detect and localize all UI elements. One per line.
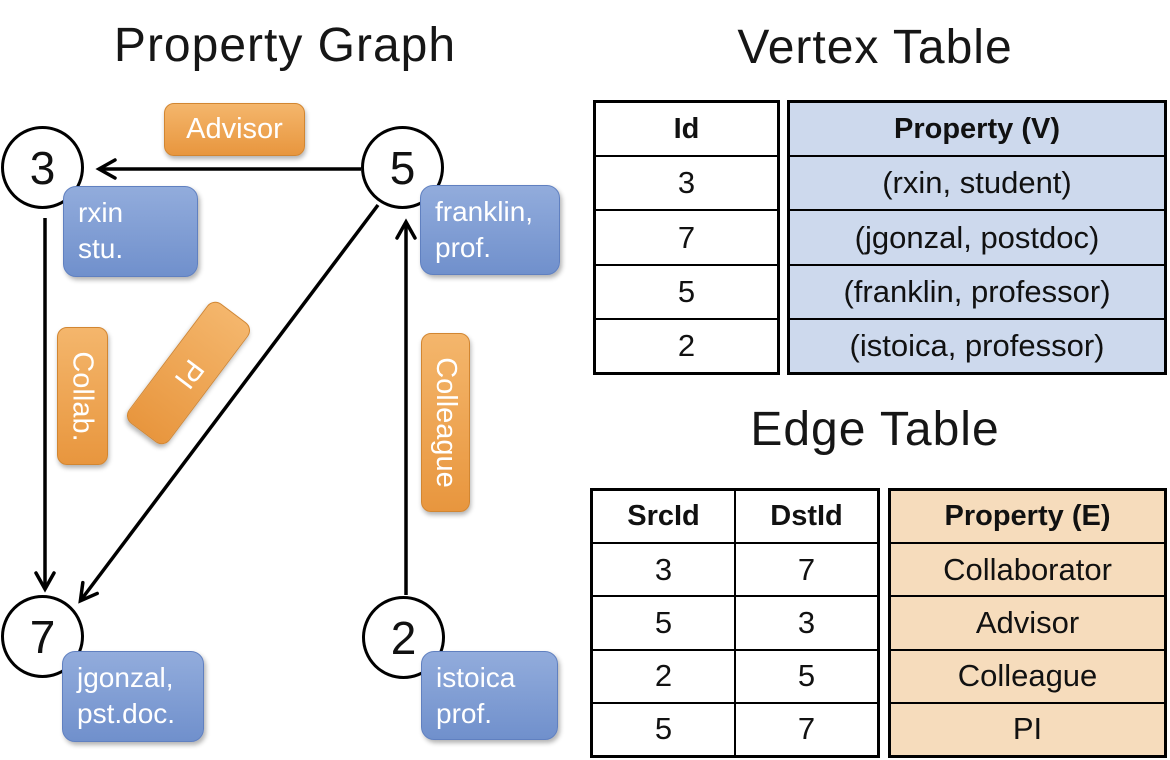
vertex-table-property-cell: (rxin, student) — [790, 155, 1164, 210]
vertex-prop-line: istoica — [436, 662, 516, 693]
edge-table-header-property: Property (E) — [891, 491, 1164, 543]
edge-label-colleague: Colleague — [421, 333, 470, 512]
edge-label-text: Advisor — [186, 113, 283, 145]
vertex-table-header-property: Property (V) — [790, 103, 1164, 156]
edge-table-header-dstid: DstId — [770, 500, 843, 533]
edge-table-property-cell: Colleague — [891, 648, 1164, 702]
vertex-prop-line: jgonzal, — [77, 662, 174, 693]
vertex-table-property-cell: (jgonzal, postdoc) — [790, 209, 1164, 264]
edge-label-text: Colleague — [430, 357, 463, 488]
vertex-table-property-column: Property (V) (rxin, student)(jgonzal, po… — [787, 100, 1167, 375]
edge-pi-5-to-7 — [78, 203, 380, 604]
node-id-label: 5 — [389, 141, 416, 194]
edge-table-property-cell: Collaborator — [891, 542, 1164, 596]
vertex-table-property-cell: (franklin, professor) — [790, 263, 1164, 318]
edge-table-srcid-cell: 3 — [593, 542, 734, 595]
edge-table-srcid-cell: 2 — [593, 648, 734, 702]
graph-node-3: 3 — [1, 126, 84, 209]
vertex-prop-line: pst.doc. — [77, 697, 176, 729]
vertex-prop-box-istoica: istoica prof. — [421, 651, 558, 740]
edge-table-dstid-cell: 7 — [736, 701, 877, 755]
edge-label-advisor: Advisor — [164, 103, 305, 156]
edge-table-title: Edge Table — [750, 403, 1000, 456]
edge-table-srcid-cell: 5 — [593, 595, 734, 648]
vertex-prop-line: prof. — [436, 697, 493, 729]
property-graph-title: Property Graph — [113, 19, 457, 72]
vertex-prop-line: prof. — [435, 231, 492, 263]
vertex-prop-line: franklin, — [435, 196, 534, 227]
node-id-label: 2 — [390, 611, 417, 664]
vertex-prop-box-rxin: rxin stu. — [63, 186, 198, 277]
edge-table-dstid-cell: 7 — [736, 542, 877, 595]
vertex-table-title: Vertex Table — [737, 21, 1013, 74]
vertex-prop-box-jgonzal: jgonzal, pst.doc. — [62, 651, 204, 742]
node-id-label: 7 — [29, 610, 56, 663]
edge-label-collab: Collab. — [57, 327, 108, 465]
edge-table-dstid-cell: 3 — [736, 595, 877, 648]
vertex-prop-line: stu. — [78, 232, 124, 264]
edge-table-property-cell: Advisor — [891, 595, 1164, 649]
edge-table-header-srcid: SrcId — [627, 500, 700, 533]
vertex-prop-line: rxin — [78, 197, 124, 228]
vertex-table-id-cell: 3 — [596, 155, 777, 209]
vertex-table-id-cell: 2 — [596, 317, 777, 372]
edge-table-dstid-cell: 5 — [736, 648, 877, 702]
vertex-table-id-cell: 5 — [596, 263, 777, 318]
edge-label-text: PI — [167, 352, 210, 394]
edge-label-text: Collab. — [67, 350, 99, 442]
vertex-table-header-id: Id — [673, 112, 700, 145]
vertex-table-property-cell: (istoica, professor) — [790, 317, 1164, 373]
node-id-label: 3 — [29, 141, 56, 194]
edge-table-property-cell: PI — [891, 701, 1164, 756]
edge-table-srcid-cell: 5 — [593, 701, 734, 755]
vertex-table-id-cell: 7 — [596, 209, 777, 263]
vertex-prop-box-franklin: franklin, prof. — [420, 185, 560, 275]
